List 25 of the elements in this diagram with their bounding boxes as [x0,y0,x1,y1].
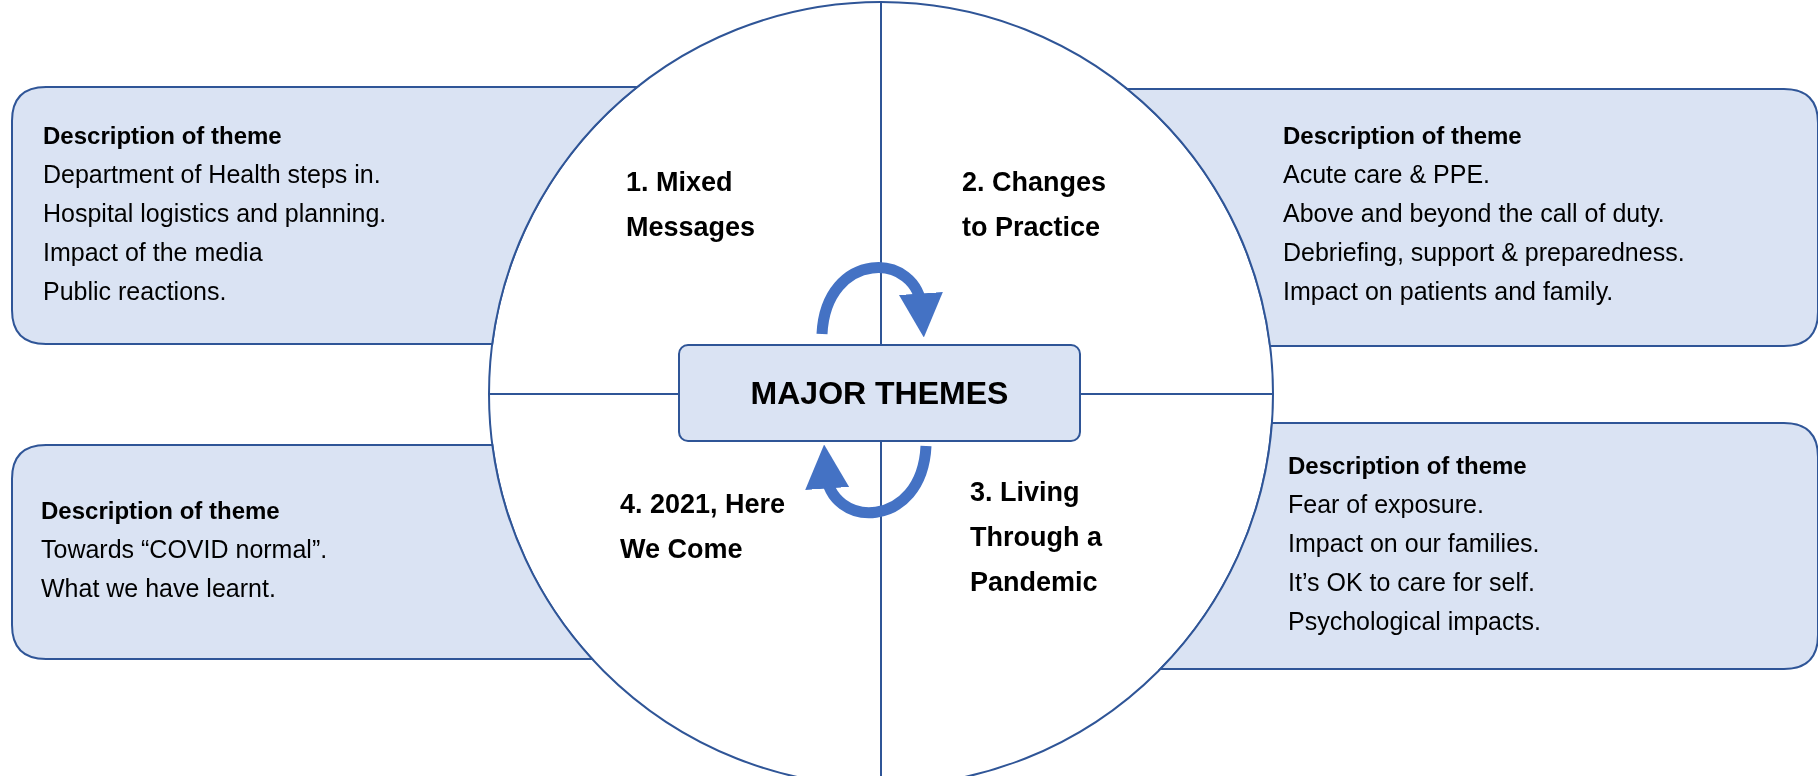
theme-label: 1. Mixed Messages [626,166,757,244]
theme-label: 2. Changes to Practice [962,166,1108,244]
description-line: Department of Health steps in. [43,159,382,190]
box-heading: Description of theme [1283,121,1523,151]
description-line: Hospital logistics and planning. [43,198,387,229]
description-line: Impact on patients and family. [1283,276,1615,307]
description-line: Towards “COVID normal”. [41,534,328,565]
description-line: Psychological impacts. [1288,606,1541,637]
description-line: What we have learnt. [41,573,277,604]
theme-box [1159,422,1818,670]
description-line: Above and beyond the call of duty. [1283,198,1666,229]
description-line: Impact on our families. [1288,528,1541,559]
box-heading: Description of theme [43,121,283,151]
title-box: MAJOR THEMES [678,344,1081,442]
box-heading: Description of theme [41,496,281,526]
box-heading: Description of theme [1288,451,1528,481]
theme-label: 4. 2021, Here We Come [620,488,787,566]
theme-label: 3. Living Through a Pandemic [970,476,1104,599]
description-line: Fear of exposure. [1288,489,1485,520]
description-line: It’s OK to care for self. [1288,567,1536,598]
description-line: Acute care & PPE. [1283,159,1492,190]
description-line: Impact of the media [43,237,264,268]
description-line: Debriefing, support & preparedness. [1283,237,1685,268]
theme-box [1126,88,1818,347]
description-line: Public reactions. [43,276,228,307]
